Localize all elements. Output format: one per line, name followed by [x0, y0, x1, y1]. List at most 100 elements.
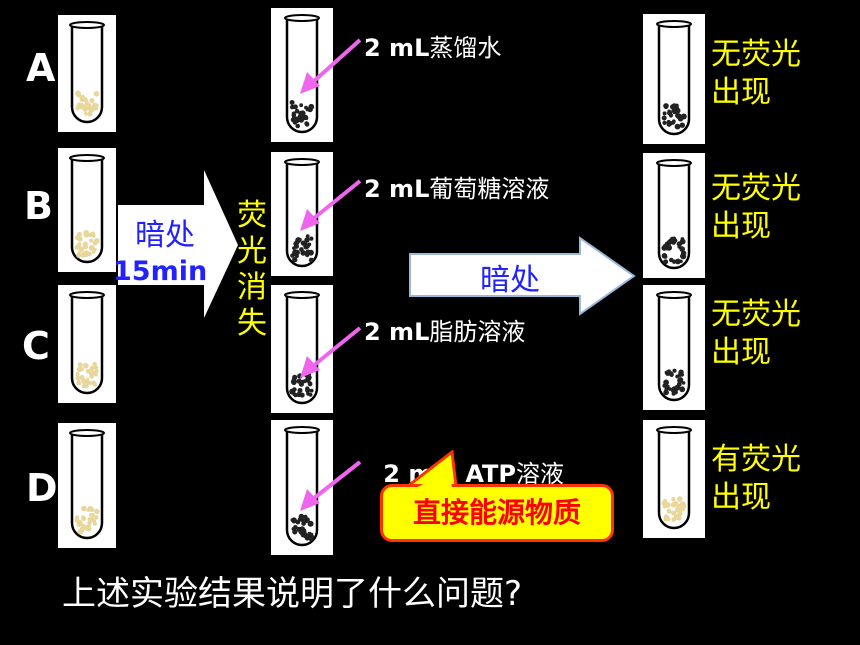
tube-card-d-mid — [271, 420, 333, 555]
tube-particle — [678, 377, 684, 383]
tube-particle — [305, 386, 310, 391]
tube-particle — [661, 500, 667, 506]
result-a-line2: 出现 — [711, 75, 771, 110]
tube-particle — [298, 513, 305, 520]
tube-particle — [677, 498, 682, 502]
tube-rim — [69, 291, 105, 299]
tube-particle — [93, 105, 99, 111]
row-label-c: C — [22, 324, 50, 368]
test-tube-icon — [69, 21, 105, 124]
tube-particle — [78, 246, 85, 252]
dark-arrow-2 — [409, 236, 636, 316]
tube-particle — [87, 251, 92, 257]
tube-particle — [671, 517, 677, 522]
tube-particle — [308, 257, 314, 263]
tube-particle — [89, 365, 95, 371]
tube-rim — [69, 21, 105, 29]
result-d: 有荧光 出现 — [711, 441, 821, 517]
tube-particle — [86, 508, 91, 512]
tube-outline — [657, 295, 691, 402]
reagent-b-amount: 2 mL — [364, 175, 430, 203]
reagent-a-name: 蒸馏水 — [429, 34, 502, 62]
tube-particle — [662, 504, 667, 509]
tube-outline — [285, 162, 319, 268]
tube-particle — [309, 388, 314, 393]
reagent-c: 2 mL脂肪溶液 — [364, 312, 525, 347]
tube-particle — [81, 384, 86, 389]
tube-card-d-start — [58, 423, 116, 548]
tube-rim — [284, 158, 320, 166]
tube-particle — [83, 229, 90, 236]
tube-particle — [289, 100, 295, 105]
result-a: 无荧光 出现 — [711, 36, 821, 112]
tube-particle — [671, 510, 677, 516]
tube-particle — [661, 115, 667, 121]
tube-particle — [303, 514, 308, 519]
tube-particle — [671, 497, 676, 502]
tube-particle — [305, 234, 310, 239]
tube-outline — [657, 24, 691, 136]
tube-particle — [662, 111, 667, 116]
tube-particle — [664, 388, 669, 393]
tube-particle — [299, 393, 304, 398]
question-text: 上述实验结果说明了什么问题? — [62, 574, 523, 614]
tube-particle — [665, 384, 670, 389]
tube-particle — [309, 236, 314, 241]
dark-step-label: 暗处 — [135, 218, 195, 253]
tube-particle — [80, 376, 85, 381]
tube-card-b-start — [58, 148, 116, 272]
tube-card-b-mid — [271, 152, 333, 276]
tube-outline — [285, 18, 319, 134]
reagent-a-amount: 2 mL — [364, 34, 430, 62]
tube-particle — [87, 520, 92, 526]
tube-particle — [83, 103, 89, 108]
tube-particle — [82, 241, 88, 247]
tube-particle — [75, 375, 81, 381]
tube-particle — [75, 106, 80, 111]
dark-15min-arrow — [118, 170, 238, 318]
tube-particle — [670, 502, 677, 508]
tube-particle — [298, 381, 304, 387]
tube-particle — [304, 237, 310, 243]
tube-particle — [294, 117, 300, 124]
tube-particle — [292, 257, 298, 263]
tube-particle — [666, 239, 672, 246]
tube-particle — [674, 105, 680, 111]
tube-outline — [70, 433, 104, 540]
tube-outline — [70, 25, 104, 124]
tube-rim — [69, 154, 105, 162]
result-b-line2: 出现 — [711, 209, 771, 244]
tube-particle — [669, 257, 674, 263]
dark-15min-arrow-shape — [118, 170, 238, 318]
tube-particle — [292, 251, 298, 256]
reagent-c-amount: 2 mL — [364, 318, 430, 346]
tube-particle — [89, 98, 95, 104]
tube-particle — [289, 388, 295, 395]
tube-particle — [92, 521, 97, 526]
tube-particle — [676, 242, 681, 247]
test-tube-icon — [284, 426, 320, 547]
tube-particle — [671, 120, 676, 125]
tube-particle — [677, 116, 684, 122]
tube-particle — [90, 231, 96, 237]
result-b: 无荧光 出现 — [711, 170, 821, 246]
tube-particle — [292, 104, 298, 110]
tube-particle — [679, 501, 686, 508]
tube-particle — [76, 252, 81, 257]
second-dark-label: 暗处 — [480, 263, 540, 298]
tube-particle — [662, 120, 667, 125]
tube-particle — [92, 382, 98, 387]
tube-particle — [81, 505, 87, 512]
tube-particle — [306, 374, 312, 381]
tube-particle — [292, 529, 298, 535]
tube-particle — [294, 108, 300, 114]
result-c-line1: 无荧光 — [711, 297, 801, 332]
tube-card-a-start — [58, 15, 116, 132]
tube-particle — [89, 238, 94, 243]
tube-particle — [679, 386, 686, 393]
tube-particle — [82, 363, 88, 368]
tube-particle — [298, 529, 305, 535]
tube-particle — [679, 259, 683, 264]
result-b-line1: 无荧光 — [711, 171, 801, 206]
